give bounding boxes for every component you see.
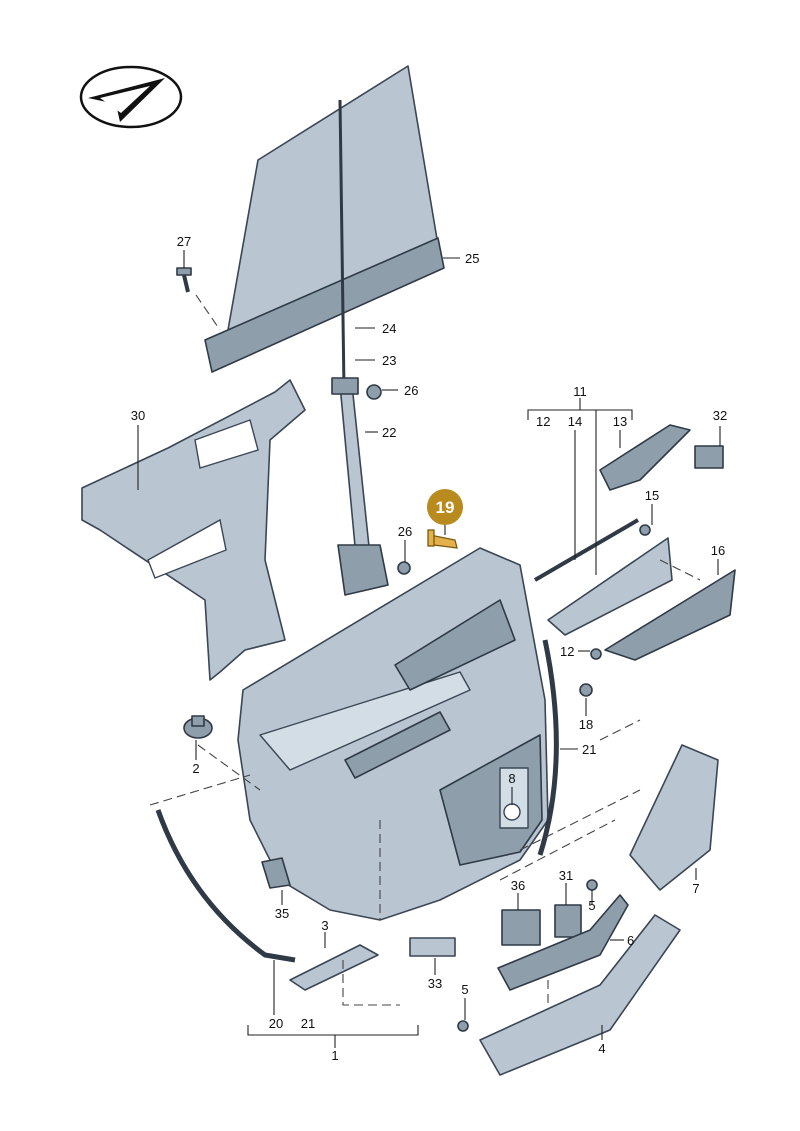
callout-30: 30 <box>131 408 145 423</box>
part-screw-5-lower <box>457 1020 469 1032</box>
callout-1: 1 <box>331 1048 338 1063</box>
callout-14: 14 <box>568 414 582 429</box>
part-clip-2 <box>183 715 213 739</box>
callout-5-upper: 5 <box>588 898 595 913</box>
callout-23: 23 <box>382 353 396 368</box>
callout-18: 18 <box>579 717 593 732</box>
callout-16: 16 <box>711 543 725 558</box>
part-switch-36 <box>501 909 541 946</box>
part-trim-14 <box>547 537 673 636</box>
part-screw-15 <box>639 524 651 536</box>
callout-31: 31 <box>559 868 573 883</box>
part-screw-18 <box>579 683 593 697</box>
callout-36: 36 <box>511 878 525 893</box>
assembly-dashed-lines <box>149 294 701 1006</box>
callout-27: 27 <box>177 234 191 249</box>
part-switch-31 <box>554 904 582 938</box>
callout-26-lower: 26 <box>398 524 412 539</box>
part-light-33 <box>409 937 456 957</box>
callout-21-right: 21 <box>582 742 596 757</box>
callout-12-lower: 12 <box>560 644 574 659</box>
part-window-regulator <box>331 377 389 596</box>
callout-6: 6 <box>627 933 634 948</box>
callout-12-upper: 12 <box>536 414 550 429</box>
part-cover-7 <box>629 744 719 891</box>
part-seal-strip-20 <box>155 809 296 963</box>
callout-2: 2 <box>192 761 199 776</box>
callout-5-lower: 5 <box>461 982 468 997</box>
callout-25: 25 <box>465 251 479 266</box>
part-cover-35 <box>261 857 291 889</box>
callout-11: 11 <box>573 384 587 399</box>
callout-32: 32 <box>713 408 727 423</box>
part-rod-14 <box>533 518 640 582</box>
highlight-label: 19 <box>436 498 455 517</box>
part-screw-27 <box>176 267 192 293</box>
part-trim-16 <box>604 569 736 661</box>
callout-26-upper: 26 <box>404 383 418 398</box>
callout-4: 4 <box>598 1041 605 1056</box>
highlight-badge-19: 19 <box>427 489 463 535</box>
part-cover-3 <box>289 944 379 991</box>
callout-8: 8 <box>508 771 515 786</box>
part-screw-12 <box>590 648 602 660</box>
brand-logo-icon <box>79 65 183 129</box>
callout-22: 22 <box>382 425 396 440</box>
part-sound-panel-30 <box>81 379 306 681</box>
part-handle-13 <box>599 424 691 491</box>
callout-24: 24 <box>382 321 396 336</box>
part-armrest-4 <box>479 914 681 1076</box>
callout-33: 33 <box>428 976 442 991</box>
part-door-trim-panel <box>237 547 549 921</box>
callout-21-bottom: 21 <box>301 1016 315 1031</box>
callout-35: 35 <box>275 906 289 921</box>
part-switch-32 <box>694 445 724 469</box>
part-clip-26-lower <box>397 561 411 575</box>
callout-20: 20 <box>269 1016 283 1031</box>
highlight-part-19 <box>427 529 458 549</box>
callout-labels: 27 25 24 23 26 22 30 26 11 12 14 13 32 1… <box>131 234 727 1063</box>
callout-7: 7 <box>692 881 699 896</box>
part-screw-5-upper <box>586 879 598 891</box>
callout-13: 13 <box>613 414 627 429</box>
part-bracket-6 <box>497 894 629 991</box>
callout-15: 15 <box>645 488 659 503</box>
callout-leaders <box>137 250 721 1048</box>
part-seal-strip-21 <box>537 639 559 856</box>
part-clip-26-upper <box>366 384 382 400</box>
part-window-glass <box>204 65 445 391</box>
callout-3: 3 <box>321 918 328 933</box>
